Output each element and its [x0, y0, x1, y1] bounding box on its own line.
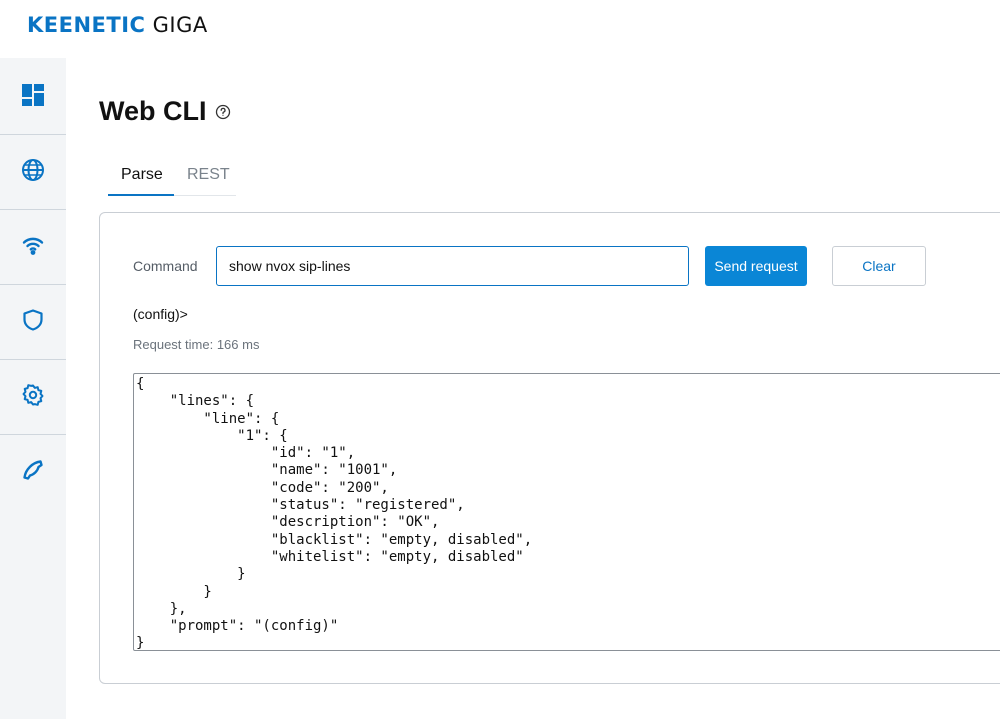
- send-request-button[interactable]: Send request: [705, 246, 807, 286]
- wifi-icon: [21, 233, 45, 262]
- active-tab-indicator: [108, 194, 174, 196]
- phone-icon: [21, 458, 45, 487]
- globe-icon: [21, 158, 45, 187]
- gear-icon: [21, 383, 45, 412]
- dashboard-icon: [21, 83, 45, 112]
- sidebar-item-wifi[interactable]: [0, 210, 66, 284]
- sidebar-divider: [0, 284, 66, 285]
- clear-button[interactable]: Clear: [832, 246, 926, 286]
- cli-prompt: (config)>: [133, 306, 188, 322]
- tab-parse[interactable]: Parse: [121, 166, 163, 183]
- header: KEENETIC GIGA: [0, 0, 1000, 58]
- sidebar-divider: [0, 134, 66, 135]
- page-title: Web CLI: [99, 96, 231, 127]
- sidebar-item-internet[interactable]: [0, 135, 66, 209]
- sidebar-divider: [0, 434, 66, 435]
- page-title-text: Web CLI: [99, 96, 207, 126]
- logo-brand: KEENETIC: [27, 13, 146, 37]
- request-time: Request time: 166 ms: [133, 337, 260, 352]
- command-label: Command: [133, 258, 198, 274]
- sidebar-divider: [0, 209, 66, 210]
- help-circle-icon[interactable]: [215, 104, 231, 120]
- shield-icon: [21, 308, 45, 337]
- keenetic-logo[interactable]: KEENETIC GIGA: [27, 13, 208, 37]
- tab-bar: Parse REST: [108, 162, 236, 196]
- sidebar-item-security[interactable]: [0, 285, 66, 359]
- sidebar-item-settings[interactable]: [0, 360, 66, 434]
- sidebar: [0, 58, 66, 719]
- command-input[interactable]: [216, 246, 689, 286]
- tab-rest[interactable]: REST: [187, 166, 230, 183]
- response-output[interactable]: { "lines": { "line": { "1": { "id": "1",…: [133, 373, 1000, 651]
- sidebar-divider: [0, 359, 66, 360]
- sidebar-item-dashboard[interactable]: [0, 60, 66, 134]
- cli-panel: Command Send request Clear (config)> Req…: [99, 212, 1000, 684]
- logo-model: GIGA: [152, 13, 208, 37]
- sidebar-item-telephony[interactable]: [0, 435, 66, 509]
